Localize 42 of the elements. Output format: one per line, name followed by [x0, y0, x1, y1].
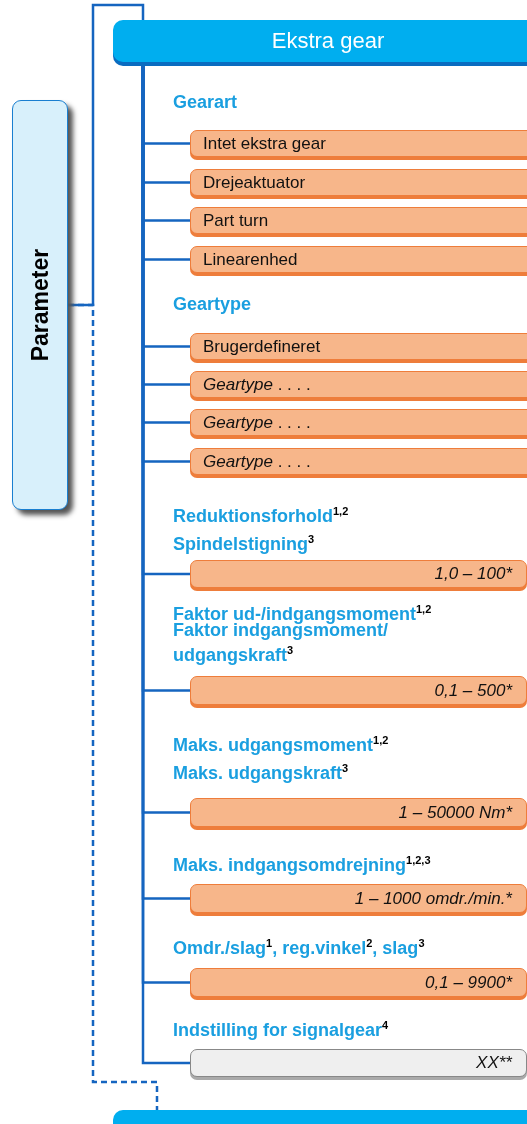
value-box: [190, 1049, 527, 1077]
value-text: 1,0 – 100*: [434, 564, 512, 584]
option-box: [190, 371, 527, 398]
option-box: [190, 409, 527, 436]
value-text: 0,1 – 9900*: [425, 972, 512, 993]
section-heading: Reduktionsforhold$^{1,2}$: [173, 504, 350, 526]
value-box: [190, 560, 527, 588]
section-heading: Faktor ud-/indgangsmoment$^{1,2}$: [173, 602, 433, 624]
value-box: [190, 884, 527, 913]
option-box: [190, 130, 527, 157]
section-heading: Spindelstigning$^{3}$: [173, 532, 316, 554]
option-label: Intet ekstra gear: [203, 133, 326, 154]
section-heading: Maks. udgangsmoment$^{1,2}$: [173, 733, 390, 755]
value-box: [190, 798, 527, 827]
value-text: XX**: [476, 1053, 512, 1073]
section-heading: Maks. indgangsomdrejning$^{1,2,3}$: [173, 853, 432, 875]
connector-line: [68, 303, 159, 1110]
panel-title: Parameter: [26, 248, 54, 362]
option-label: Linearenhed: [203, 249, 298, 270]
section-heading: Geartype: [173, 294, 253, 314]
option-label: Geartype . . . .: [203, 412, 311, 433]
option-box: [190, 246, 527, 273]
option-box: [190, 207, 527, 234]
option-label: Geartype . . . .: [203, 374, 311, 395]
parameter-panel: [12, 100, 68, 510]
value-text: 0,1 – 500*: [434, 680, 512, 701]
value-box: [190, 676, 527, 705]
option-box: [190, 333, 527, 360]
option-box: [190, 448, 527, 475]
option-box: [190, 169, 527, 196]
section-heading: Omdr./slag$^{1}$, reg.vinkel$^{2}$, slag$^{3}$: [173, 936, 426, 958]
header-title: Ekstra gear: [271, 28, 385, 54]
section-heading: Indstilling for signalgear$^{4}$: [173, 1018, 390, 1040]
value-box: [190, 968, 527, 997]
value-text: 1 – 1000 omdr./min.*: [354, 888, 512, 909]
option-label: Part turn: [203, 210, 269, 231]
option-label: Geartype . . . .: [203, 451, 311, 472]
section-heading: Maks. udgangskraft$^{3}$: [173, 761, 350, 783]
option-label: Drejeaktuator: [203, 172, 306, 193]
value-text: 1 – 50000 Nm*: [398, 802, 512, 823]
section-heading: Gearart: [173, 92, 239, 112]
option-label: Brugerdefineret: [203, 336, 321, 357]
